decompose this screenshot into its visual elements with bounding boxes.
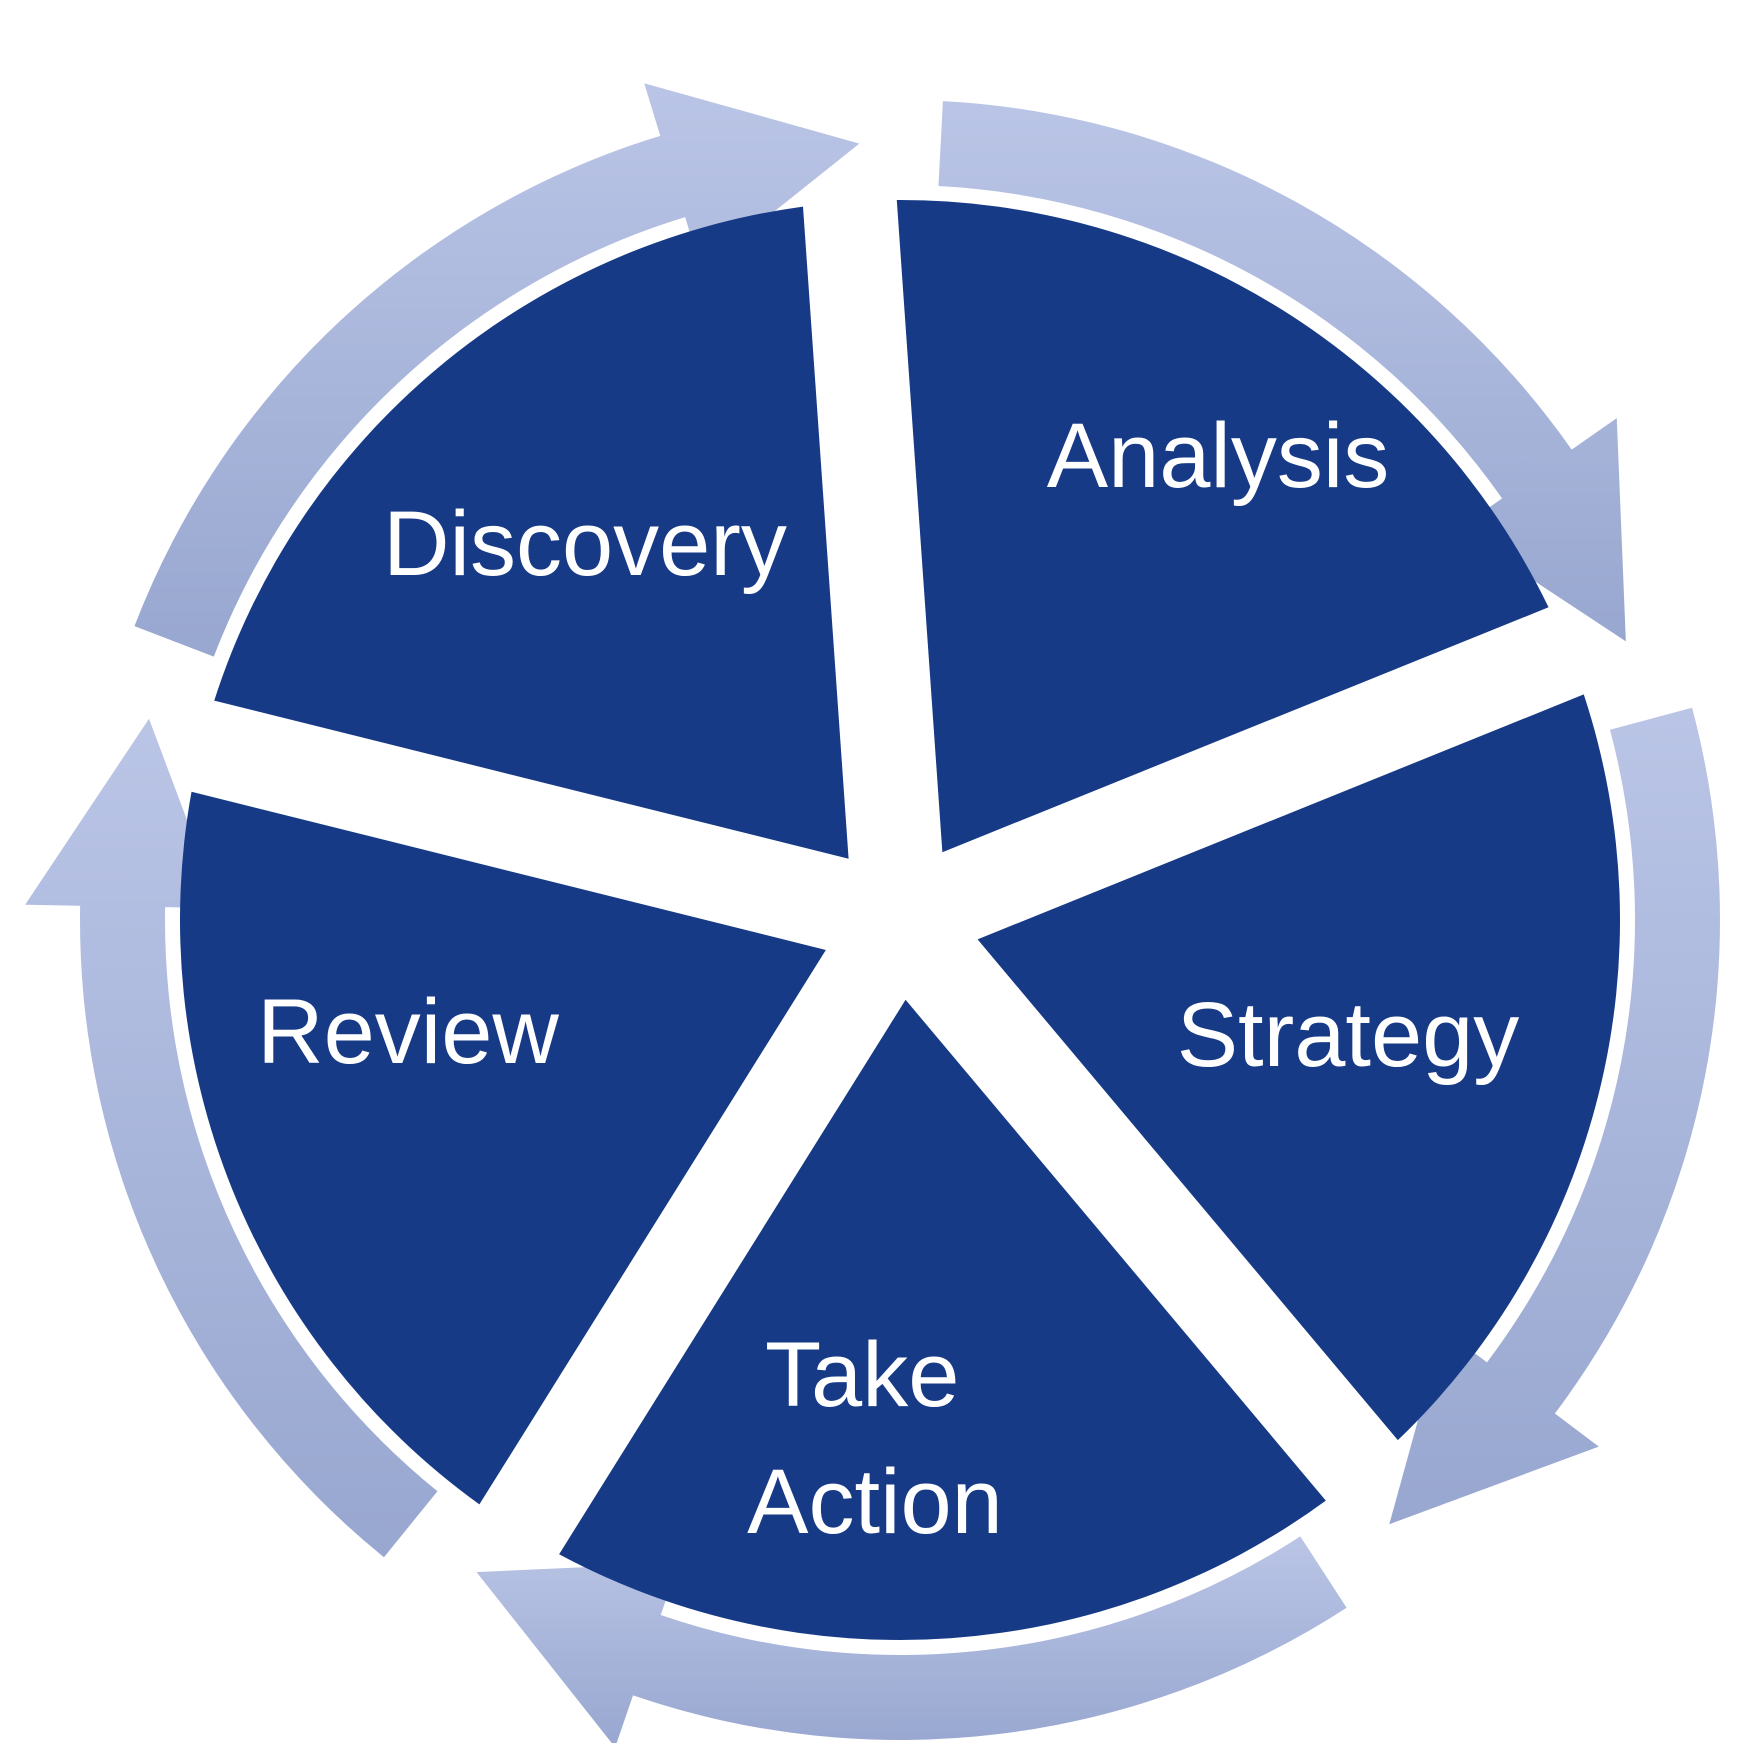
segments [180,200,1620,1640]
segment-wedge-strategy [977,694,1620,1441]
segment-label-discovery: Discovery [383,493,787,595]
segment-label-analysis: Analysis [1047,405,1390,507]
arrow-ring [25,83,1721,1743]
segment-wedge-take-action [559,999,1326,1640]
segment-label-strategy: Strategy [1177,984,1520,1086]
segment-label-take-action: Take Action [747,1324,1003,1553]
segment-label-review: Review [257,981,559,1083]
cycle-arrow-discovery [134,83,860,657]
segment-wedge-analysis [896,200,1549,853]
cycle-arrow-take-action [476,1536,1347,1743]
cycle-arrow-strategy [1389,707,1721,1525]
cycle-arrow-review [25,718,438,1558]
segment-wedge-discovery [214,206,849,859]
segment-wedge-review [180,791,826,1505]
cycle-arrow-analysis [938,101,1626,642]
